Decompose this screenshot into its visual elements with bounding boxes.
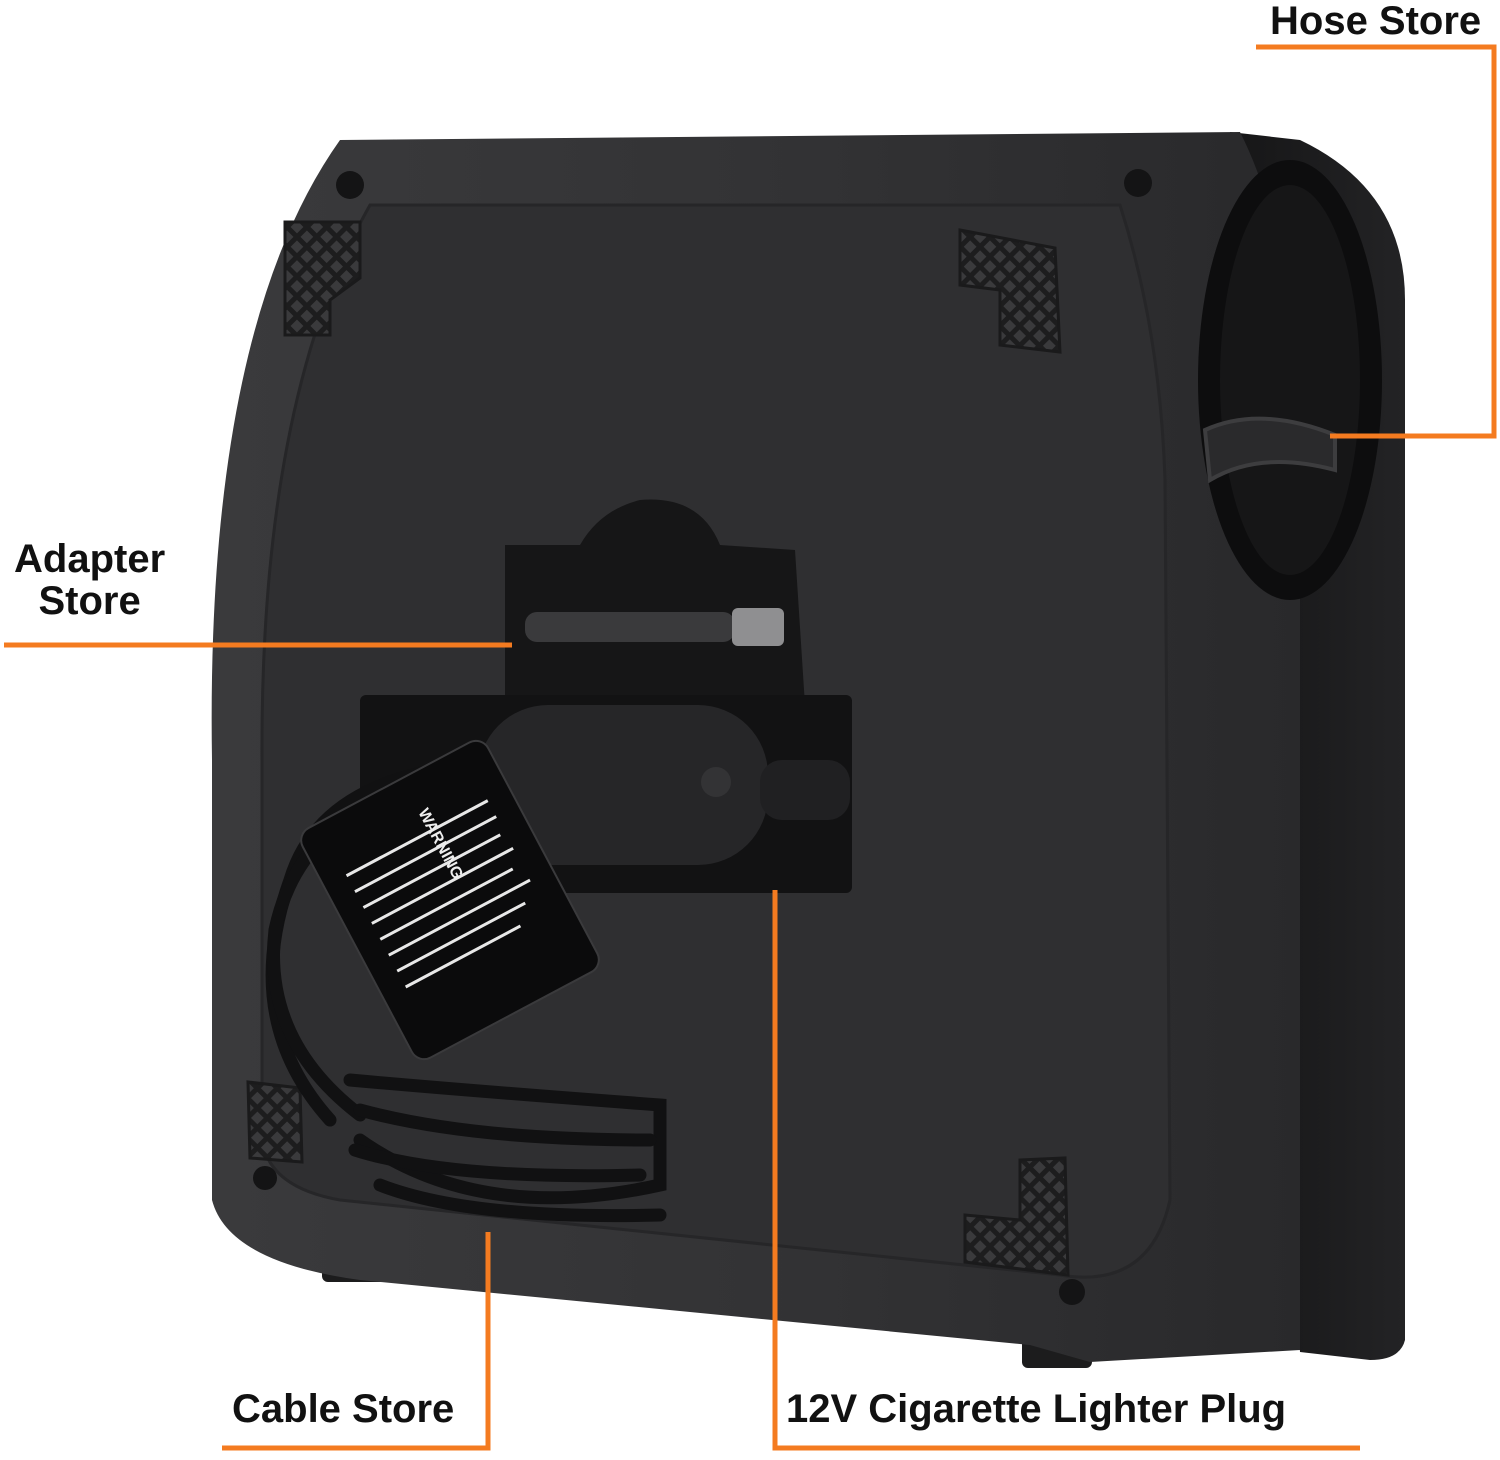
power-cable <box>265 758 667 1223</box>
adapter-store-label-line2: Store <box>38 579 141 623</box>
callout-lines <box>4 44 1497 1451</box>
adapter-brass-tip <box>732 608 784 646</box>
adapter-store-recess <box>505 499 805 705</box>
plug-label: 12V Cigarette Lighter Plug <box>786 1387 1287 1431</box>
screw-hole <box>253 1166 277 1190</box>
cable-store-callout-line <box>222 1232 491 1451</box>
cable-store-label: Cable Store <box>232 1387 455 1431</box>
warning-tag <box>300 739 600 1061</box>
adapter-store-label: Adapter Store <box>14 538 165 622</box>
hose-store-label: Hose Store <box>1270 0 1482 43</box>
adapter-store-label-line1: Adapter <box>14 537 166 581</box>
grip-pad-top-left <box>283 220 362 337</box>
grip-pad-top-right <box>958 228 1062 354</box>
plug-callout-line <box>772 890 1360 1451</box>
screw-hole <box>1059 1279 1085 1305</box>
cigarette-lighter-plug <box>478 705 768 865</box>
grip-pad-bottom-left <box>246 1080 304 1164</box>
screw-hole <box>336 171 364 199</box>
hose-coil <box>1202 416 1337 484</box>
hose-store-callout-line <box>1256 44 1497 439</box>
grip-pad-bottom-right <box>963 1156 1070 1277</box>
screw-hole <box>1124 169 1152 197</box>
adapter-nozzle <box>525 612 735 642</box>
